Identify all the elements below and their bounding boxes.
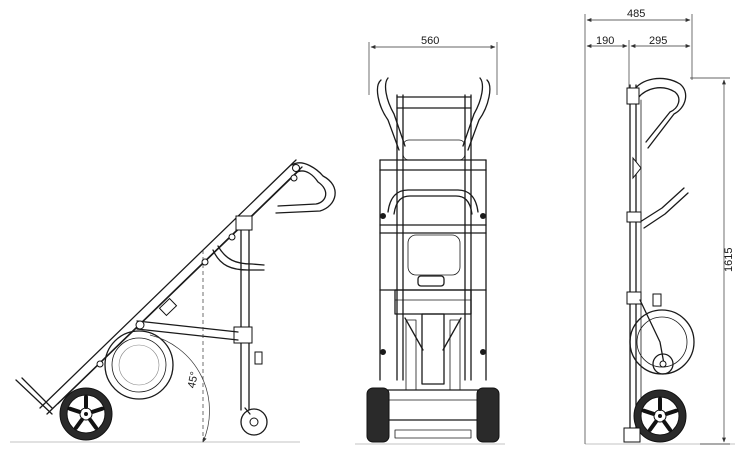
height-label: 1615	[723, 248, 735, 272]
handle-top-outer	[632, 77, 687, 149]
width-label: 560	[421, 35, 439, 47]
drive-drum-right-inner	[636, 316, 688, 368]
front-horn-right	[467, 79, 491, 151]
handle-pivot-top	[292, 164, 300, 172]
footplate-front	[394, 429, 472, 439]
mid-handle-side	[639, 187, 685, 223]
side-view-tilted: 45°	[10, 159, 336, 443]
handle-top-inner	[637, 87, 680, 143]
castor-fork	[244, 407, 251, 415]
brace-pivot	[135, 320, 145, 330]
drive-column	[421, 313, 445, 385]
drive-drum-core	[118, 344, 160, 386]
drive-braces	[404, 317, 462, 351]
handle-top-clamp	[626, 87, 640, 105]
axle-housing	[387, 389, 479, 421]
back-plate-upper	[402, 139, 466, 161]
warning-triangle	[632, 156, 642, 180]
mid-handle-side-2	[643, 192, 689, 229]
drive-drum-inner	[111, 337, 167, 393]
rail-bolt-3	[96, 360, 104, 368]
drive-linkage	[639, 299, 665, 365]
rail-motor-mount	[158, 297, 178, 317]
fitting-right-1	[480, 213, 486, 219]
footplate-right	[623, 427, 641, 443]
mid-handle	[212, 249, 265, 271]
back-plate-mid	[407, 234, 461, 276]
front-wheel-right	[476, 387, 500, 443]
mid-handle-front	[387, 189, 479, 213]
main-wheel-right-view	[632, 388, 688, 444]
rail-bolt-1	[201, 258, 209, 266]
castor-wheel-right	[652, 353, 674, 375]
main-wheel-left-view	[58, 386, 114, 442]
castor-wheel	[240, 408, 268, 436]
angle-arc	[149, 334, 210, 443]
fitting-left-2	[380, 349, 386, 355]
mid-handle-inner	[217, 245, 265, 266]
rear-leg-bracket	[233, 326, 253, 344]
track-right	[449, 319, 461, 391]
front-view: 560	[355, 35, 505, 445]
fitting-left-1	[380, 213, 386, 219]
track-left	[405, 319, 417, 391]
footplate-edge	[15, 379, 53, 415]
brace-upper	[136, 320, 239, 333]
side-view-upright: 485 190 295 1615	[584, 8, 735, 445]
rear-leg-clamp	[235, 215, 253, 231]
lower-clamp	[626, 291, 642, 305]
front-horn-right-inner	[462, 77, 484, 147]
drive-drum-outer	[104, 330, 174, 400]
brace-lower	[136, 328, 239, 341]
fitting-right-2	[480, 349, 486, 355]
main-rail-rear	[46, 166, 303, 415]
front-depth-label: 190	[596, 35, 614, 47]
castor-hub	[249, 417, 259, 427]
lower-stop	[652, 293, 662, 307]
mid-handle-front-inner	[393, 195, 473, 215]
motor-housing	[394, 289, 472, 315]
rail-bolt-2	[228, 233, 236, 241]
main-rail-front	[39, 159, 297, 409]
castor-hub-right	[659, 360, 667, 368]
handle-loop-outer	[275, 162, 336, 214]
mid-clamp	[626, 211, 642, 223]
tilt-angle-label: 45°	[186, 371, 201, 390]
front-horn-left-inner	[384, 77, 406, 147]
main-rail-inner	[57, 169, 301, 405]
rear-leg-stop	[254, 351, 263, 365]
handle-loop-inner	[277, 170, 327, 207]
footplate-top	[21, 377, 53, 409]
handle-pivot-lower	[290, 174, 298, 182]
front-horn-left	[376, 79, 400, 151]
rear-depth-label: 295	[649, 35, 667, 47]
front-wheel-left	[366, 387, 390, 443]
carry-handle	[417, 275, 445, 287]
overall-depth-label: 485	[627, 8, 645, 20]
